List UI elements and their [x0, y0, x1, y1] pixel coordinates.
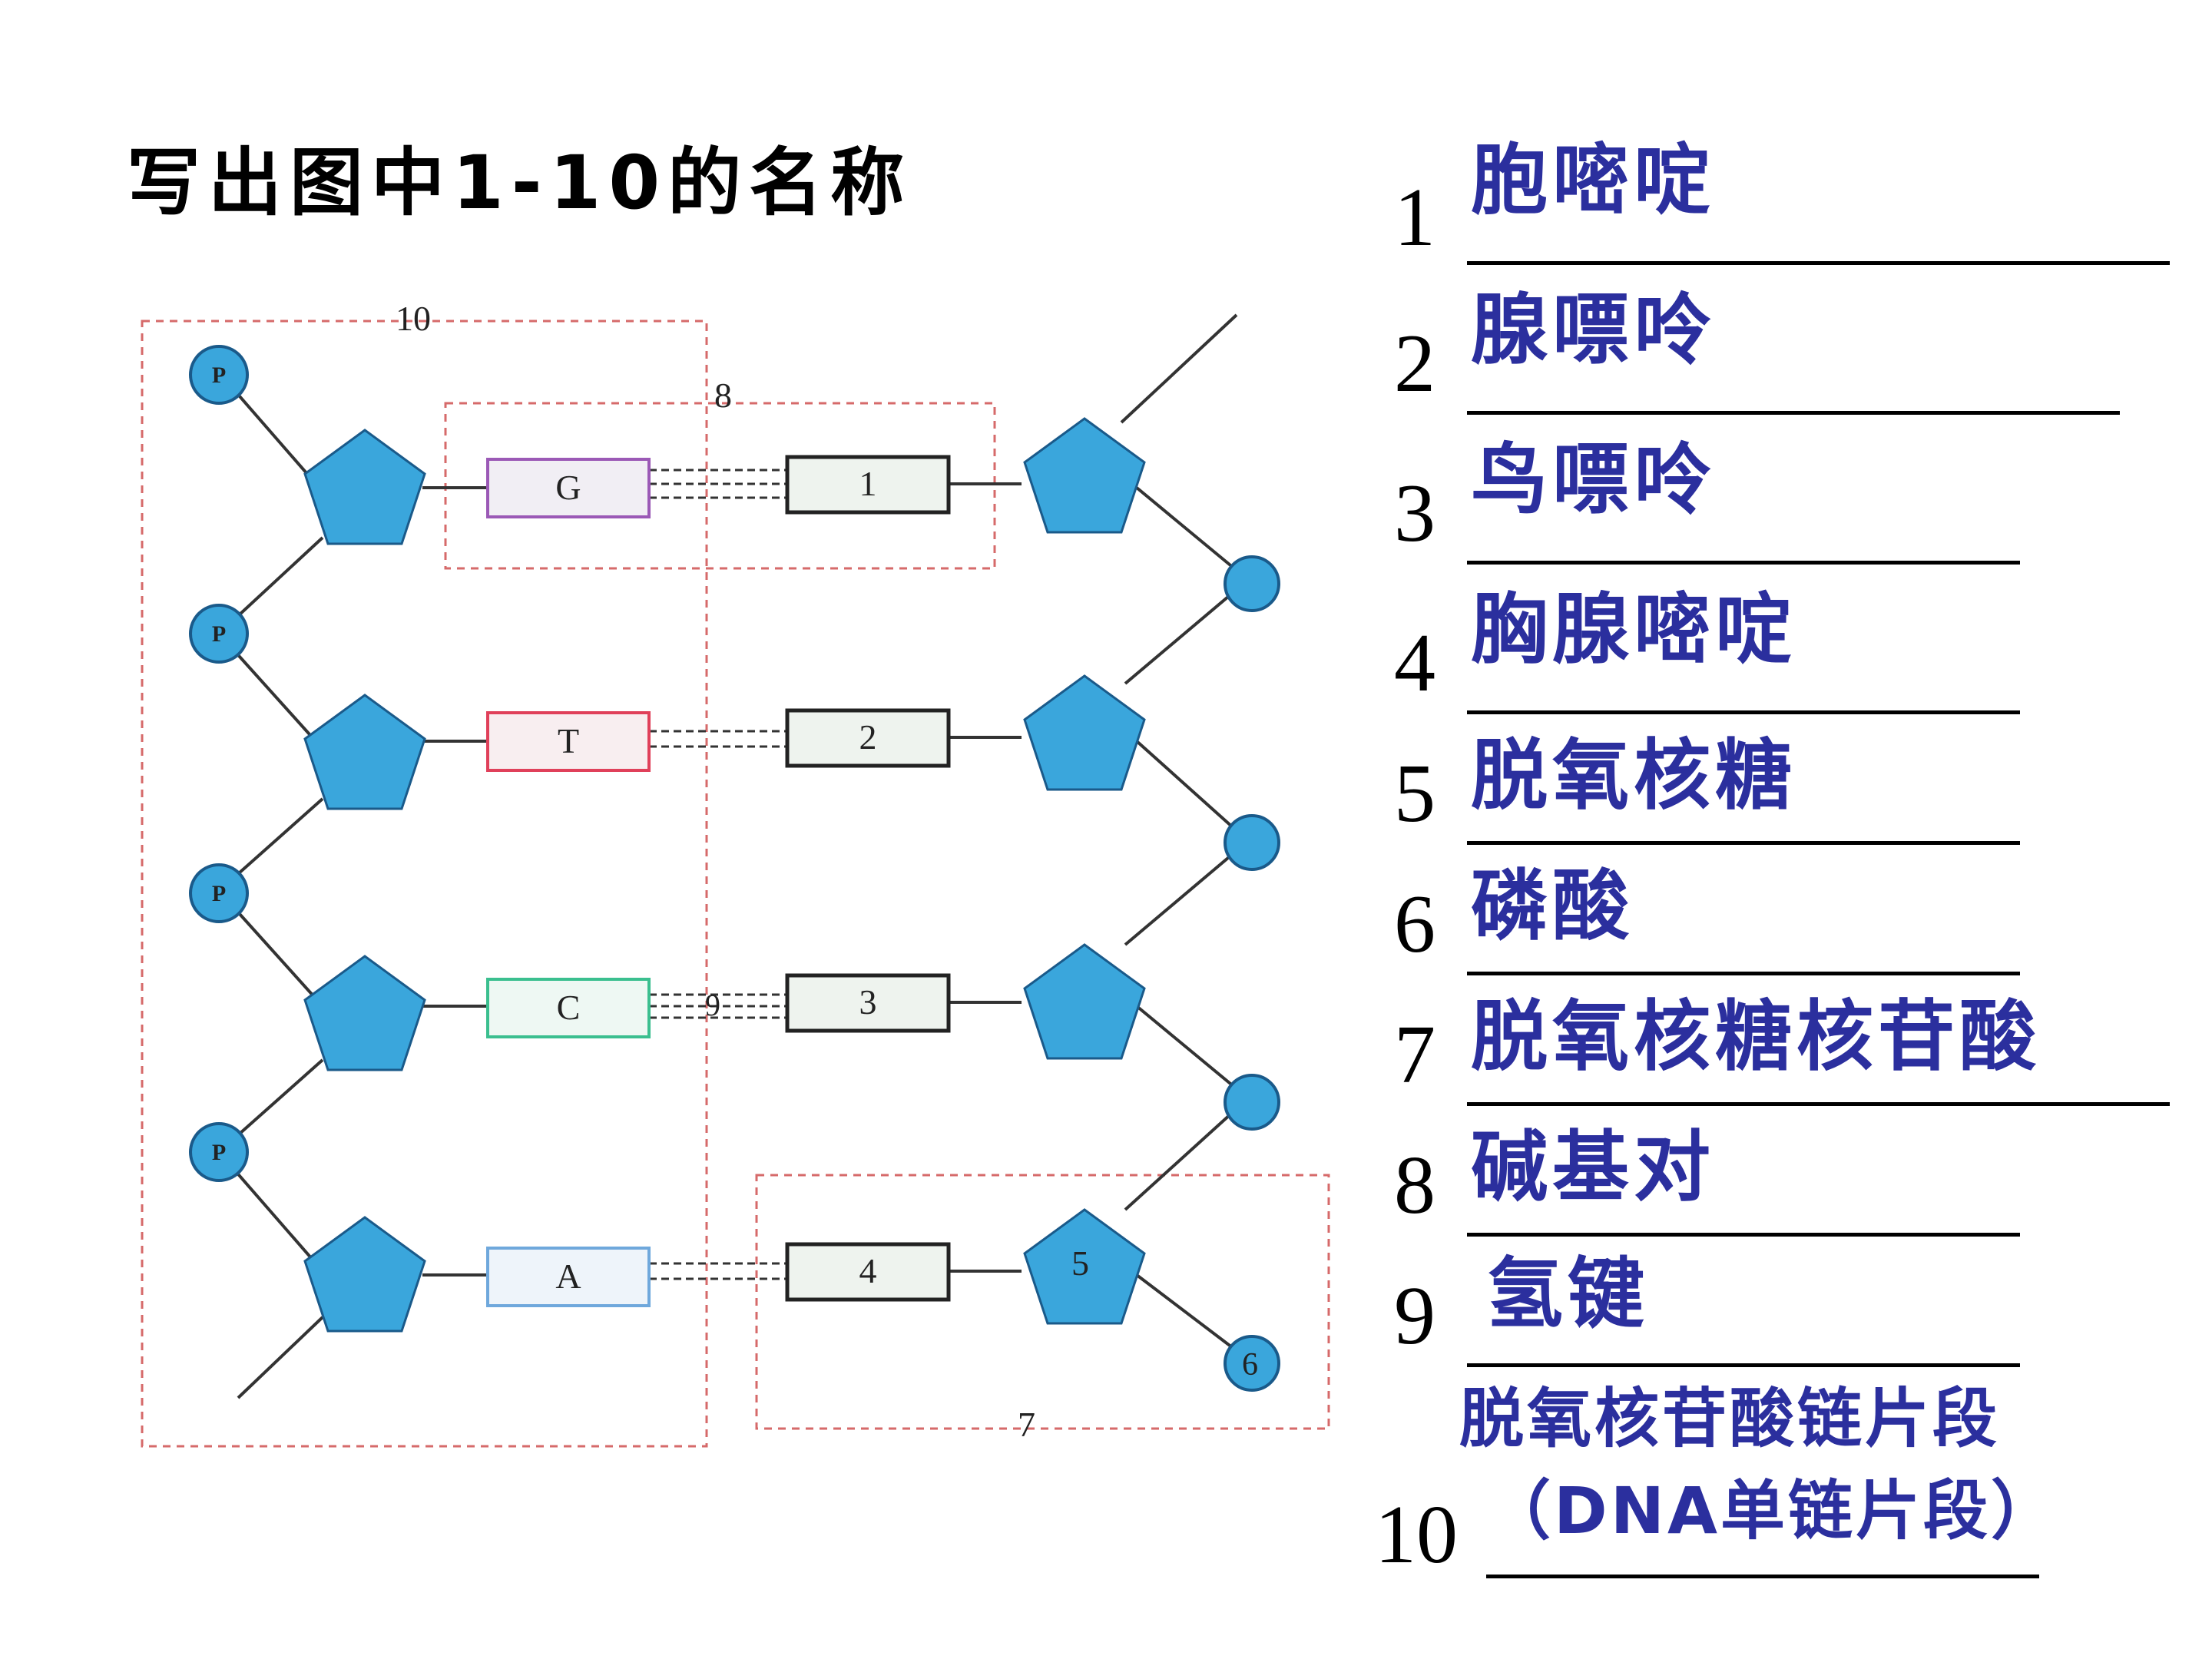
base-label: T — [558, 721, 579, 760]
answer-text: 鸟嘌呤 — [1471, 435, 1715, 525]
sugar-shape — [303, 1216, 426, 1333]
region-label-7: 7 — [1018, 1405, 1035, 1444]
sugar-shape — [1023, 1208, 1146, 1325]
answer-line — [1467, 841, 2020, 845]
answer-number: 3 — [1394, 468, 1435, 559]
sugar-shape — [1023, 417, 1146, 534]
right-base-boxes — [785, 455, 951, 1302]
hydrogen-bonds — [649, 469, 787, 1280]
answer-number: 7 — [1394, 1009, 1435, 1101]
answer-line — [1467, 1363, 2020, 1367]
strand-region-box — [141, 320, 708, 1448]
box-number: 2 — [859, 717, 877, 757]
answer-line — [1467, 972, 2020, 975]
box-number: 1 — [859, 464, 877, 503]
region-label-9: 9 — [705, 988, 720, 1022]
answer-line — [1467, 411, 2120, 415]
box-number: 3 — [859, 982, 877, 1022]
sugar-shape — [1023, 674, 1146, 791]
region-label-10: 10 — [396, 299, 431, 338]
right-phosphates — [1224, 555, 1280, 1392]
answer-line — [1467, 1233, 2020, 1237]
phosphate-label-6: 6 — [1242, 1347, 1258, 1382]
answer-line — [1467, 710, 2020, 714]
base-box-1 — [785, 455, 951, 515]
base-box-G — [486, 458, 651, 518]
answer-number: 2 — [1394, 318, 1435, 409]
phosphate-label: P — [212, 363, 226, 388]
left-sugars — [303, 429, 426, 1333]
region-label-8: 8 — [714, 376, 732, 415]
phosphate-label: P — [212, 1140, 226, 1165]
box-number: 4 — [859, 1251, 877, 1290]
base-box-C — [486, 978, 651, 1038]
phosphate-labels: P P P P — [212, 363, 226, 1165]
base-box-3 — [785, 973, 951, 1033]
answer-number: 10 — [1375, 1489, 1458, 1581]
answer-line — [1467, 261, 2170, 265]
answer-number: 6 — [1394, 879, 1435, 970]
answer-line — [1467, 561, 2020, 565]
answer-number: 4 — [1394, 618, 1435, 709]
answer-line — [1486, 1575, 2039, 1578]
answer-text: 磷酸 — [1471, 861, 1634, 951]
answer-number: 1 — [1394, 172, 1435, 263]
nucleotide-region-box — [755, 1174, 1330, 1430]
sugar-shape — [303, 429, 426, 545]
answer-text: 碱基对 — [1471, 1122, 1715, 1212]
answer-text-line1: 脱氧核苷酸链片段 — [1459, 1381, 2001, 1456]
answer-text: 胸腺嘧啶 — [1471, 584, 1796, 674]
right-box-labels: 1 2 3 4 — [859, 464, 877, 1290]
sugar-shape — [303, 955, 426, 1071]
answer-line — [1467, 1102, 2170, 1106]
answer-text: 氢键 — [1486, 1249, 1649, 1339]
base-box-4 — [785, 1242, 951, 1302]
base-box-T — [486, 711, 651, 772]
base-label: C — [557, 988, 581, 1027]
sugar-label-5: 5 — [1071, 1243, 1089, 1283]
page-title: 写出图中1-10的名称 — [127, 140, 912, 226]
base-pair-region-box — [444, 402, 996, 570]
sugar-shape — [303, 694, 426, 810]
phosphate-label: P — [212, 881, 226, 906]
answer-text-line2: （DNA单链片段） — [1486, 1473, 2059, 1548]
answer-number: 9 — [1394, 1270, 1435, 1362]
right-sugars — [1023, 417, 1146, 1325]
left-base-boxes — [486, 458, 651, 1307]
answer-text: 脱氧核糖核苷酸 — [1471, 992, 2041, 1081]
phosphate-label: P — [212, 621, 226, 647]
answer-text: 脱氧核糖 — [1471, 730, 1796, 820]
right-backbone — [949, 313, 1250, 1361]
left-phosphates — [189, 345, 249, 1182]
answer-number: 8 — [1394, 1140, 1435, 1231]
answer-number: 5 — [1394, 748, 1435, 839]
base-label: G — [555, 468, 581, 507]
answer-text: 胞嘧啶 — [1471, 135, 1715, 225]
left-base-labels: G T C A — [555, 468, 581, 1296]
base-box-A — [486, 1247, 651, 1307]
sugar-shape — [1023, 943, 1146, 1060]
base-box-2 — [785, 708, 951, 768]
base-label: A — [555, 1257, 581, 1296]
answer-text: 腺嘌呤 — [1471, 285, 1715, 375]
